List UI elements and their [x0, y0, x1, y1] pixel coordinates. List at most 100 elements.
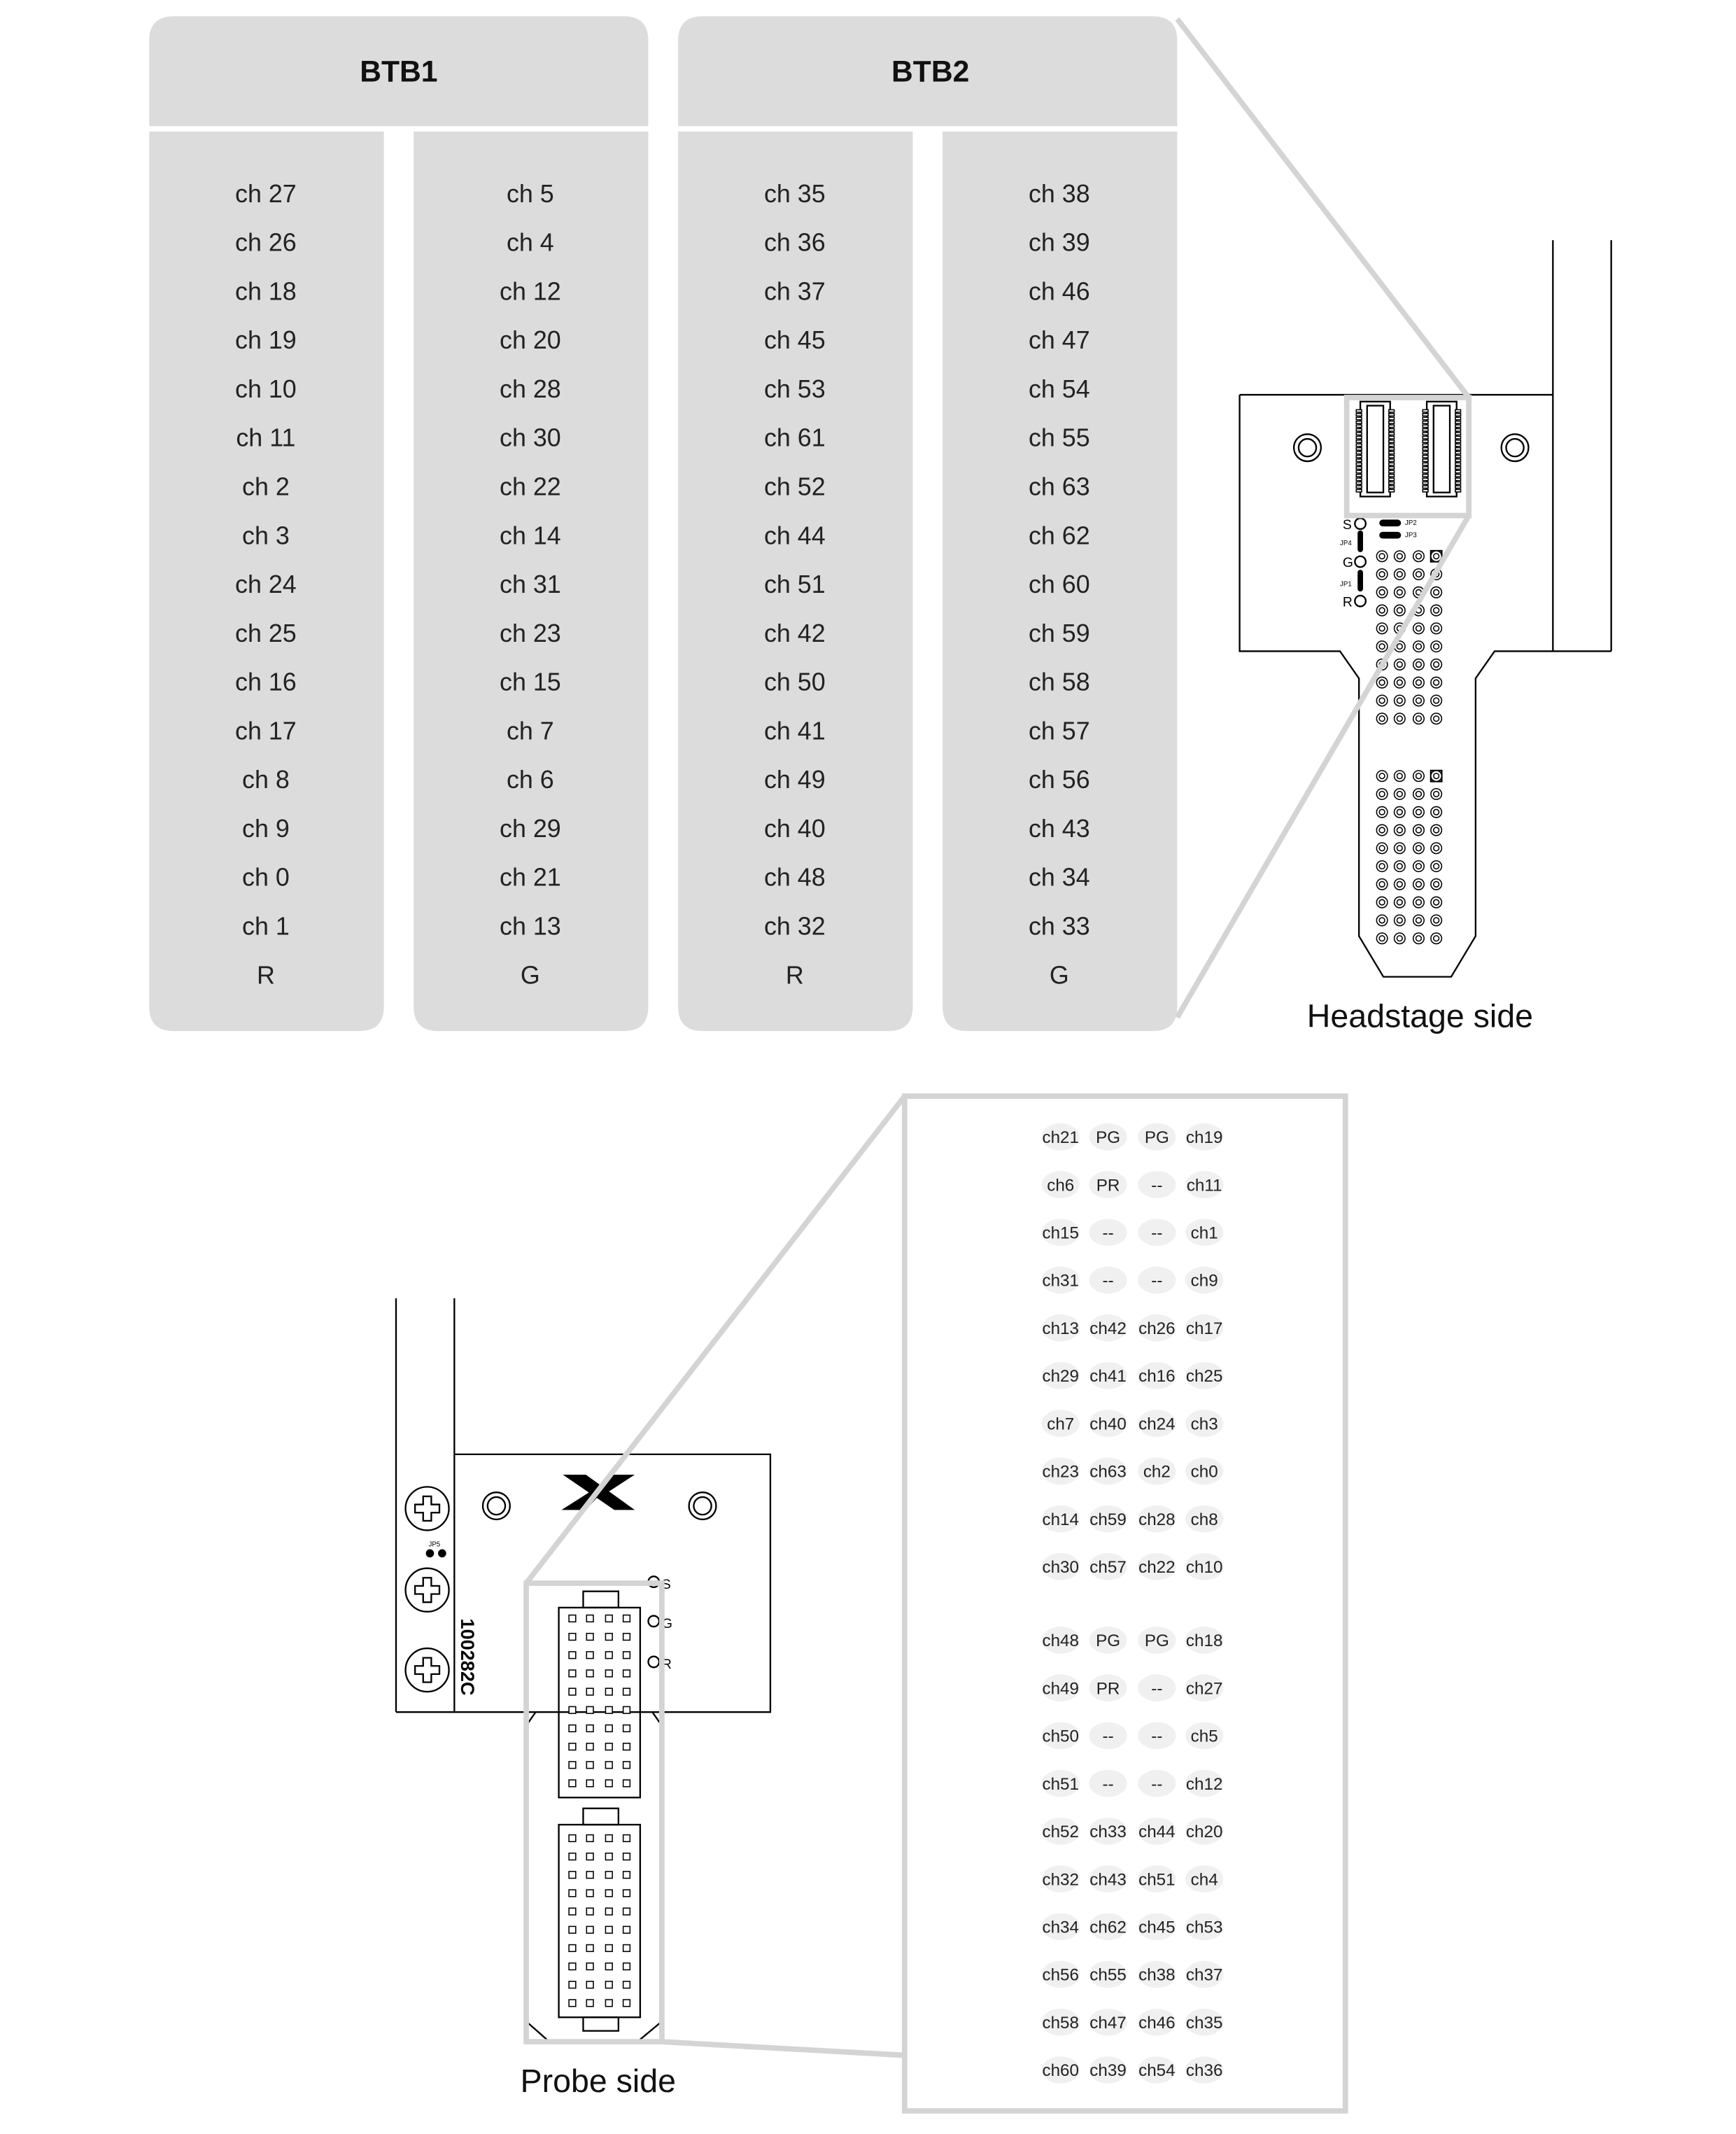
connector-pad	[1355, 428, 1362, 432]
grid-pin-label: ch39	[1089, 2061, 1127, 2080]
connector-pad	[1422, 416, 1429, 421]
btb2-pin-label: ch 39	[1029, 229, 1090, 257]
pad-marker	[1041, 1552, 1080, 1580]
btb2-pin-label: ch 36	[764, 229, 826, 257]
through-hole-pin-inner	[1378, 899, 1385, 906]
connector-pin	[622, 1706, 631, 1714]
pad-marker	[1185, 1266, 1224, 1294]
btb1-pin-label: ch 22	[500, 473, 561, 501]
connector-pin	[605, 1871, 613, 1879]
through-hole-pin-inner	[1415, 661, 1423, 668]
through-hole-pin-inner	[1415, 679, 1423, 686]
connector-pin	[622, 1999, 631, 2007]
pad-marker	[1138, 1722, 1176, 1750]
grid-pin-label: ch47	[1089, 2014, 1127, 2033]
pad-marker	[1089, 1266, 1127, 1294]
grid-pin-label: ch7	[1047, 1415, 1074, 1433]
through-hole-pin-inner	[1378, 570, 1385, 578]
through-hole-pin-inner	[1378, 589, 1385, 596]
grid-pin-label: PR	[1096, 1679, 1120, 1698]
connector-pad	[1422, 466, 1429, 470]
grid-pin-label: --	[1103, 1223, 1114, 1242]
connector-pin	[586, 1687, 594, 1696]
pad-marker	[1185, 2056, 1224, 2084]
through-hole-pin-inner	[1378, 808, 1385, 815]
pad-marker	[1089, 2008, 1127, 2036]
pad-marker	[1185, 1674, 1224, 1702]
grid-pin-label: ch17	[1186, 1319, 1223, 1338]
through-hole-pin-inner	[1432, 935, 1440, 942]
through-hole-pin-inner	[1432, 808, 1440, 815]
connector-pad	[1355, 432, 1362, 436]
connector-pad	[1355, 489, 1362, 493]
pad-marker	[1138, 1410, 1176, 1438]
pad-marker	[1041, 2056, 1080, 2084]
grid-pin-label: ch56	[1042, 1966, 1079, 1985]
connector-pin	[605, 1962, 613, 1971]
btb1-pin-label: ch 3	[242, 521, 290, 549]
grid-pin-label: ch48	[1042, 1631, 1079, 1650]
connector-pin	[586, 1706, 594, 1714]
connector-pin	[568, 1614, 577, 1623]
through-hole-pin-inner	[1432, 625, 1440, 632]
pad-marker	[1041, 1362, 1080, 1389]
grid-pin-label: ch59	[1089, 1510, 1127, 1529]
btb2-pin-label: ch 56	[1029, 766, 1090, 794]
grid-pin-label: --	[1151, 1679, 1162, 1698]
btb1-pin-label: ch 2	[242, 473, 290, 501]
connector-pin	[622, 1834, 631, 1843]
pad-marker	[1041, 1123, 1080, 1151]
pad-marker	[1138, 1219, 1176, 1247]
btb1-pin-label: ch 31	[500, 570, 561, 598]
through-hole-pin-inner	[1396, 773, 1403, 780]
btb2-pin-label: ch 54	[1029, 375, 1090, 403]
pad-marker	[1185, 1314, 1224, 1342]
pad-marker	[1089, 1123, 1127, 1151]
connector-pin	[568, 1651, 577, 1659]
btb2-pin-label: G	[1050, 961, 1069, 989]
connector-pin	[605, 1669, 613, 1678]
pad-marker	[1041, 1266, 1080, 1294]
connector-pad	[1455, 416, 1462, 421]
connector-pin	[622, 1614, 631, 1623]
grid-pin-label: ch16	[1138, 1367, 1176, 1386]
connector-pin	[568, 1724, 577, 1733]
grid-pin-label: ch12	[1186, 1775, 1223, 1794]
through-hole-pin-inner	[1378, 917, 1385, 924]
through-hole-pin-inner	[1415, 827, 1423, 834]
grid-pin-label: ch5	[1191, 1727, 1218, 1746]
connector-pin	[568, 1706, 577, 1714]
connector-pad	[1355, 477, 1362, 482]
connector-pad	[1355, 451, 1362, 455]
through-hole-pin-inner	[1432, 880, 1440, 888]
grid-pin-label: PG	[1145, 1128, 1169, 1147]
connector-pin	[622, 1779, 631, 1788]
connector-pad	[1422, 458, 1429, 463]
pad-marker	[1089, 1410, 1127, 1438]
connector-pad	[1355, 473, 1362, 477]
connector-pin	[586, 1761, 594, 1769]
btb2-pin-label: ch 47	[1029, 326, 1090, 354]
connector-pin	[568, 1834, 577, 1843]
grid-pin-label: ch3	[1191, 1415, 1218, 1433]
btb1-pin-label: ch 15	[500, 668, 561, 696]
through-hole-pin-inner	[1396, 553, 1403, 560]
pad-marker	[1185, 1219, 1224, 1247]
grid-pin-label: ch45	[1138, 1918, 1176, 1937]
btb2-pin-label: ch 53	[764, 375, 826, 403]
connector-pad	[1422, 447, 1429, 451]
connector-pad	[1355, 440, 1362, 444]
through-hole-pin-inner	[1378, 773, 1385, 780]
btb2-pin-label: ch 41	[764, 717, 826, 745]
connector-pin	[586, 1834, 594, 1843]
connector-pin	[622, 1871, 631, 1879]
connector-pin	[586, 1614, 594, 1623]
grid-pin-label: ch30	[1042, 1558, 1079, 1577]
connector-pad	[1388, 440, 1395, 444]
btb2-pin-label: ch 61	[764, 424, 826, 452]
through-hole-pin-inner	[1396, 899, 1403, 906]
grid-pin-label: ch58	[1042, 2014, 1079, 2033]
label-s: S	[1343, 517, 1352, 533]
through-hole-pin-inner	[1432, 607, 1440, 614]
through-hole-pin-inner	[1415, 715, 1423, 722]
